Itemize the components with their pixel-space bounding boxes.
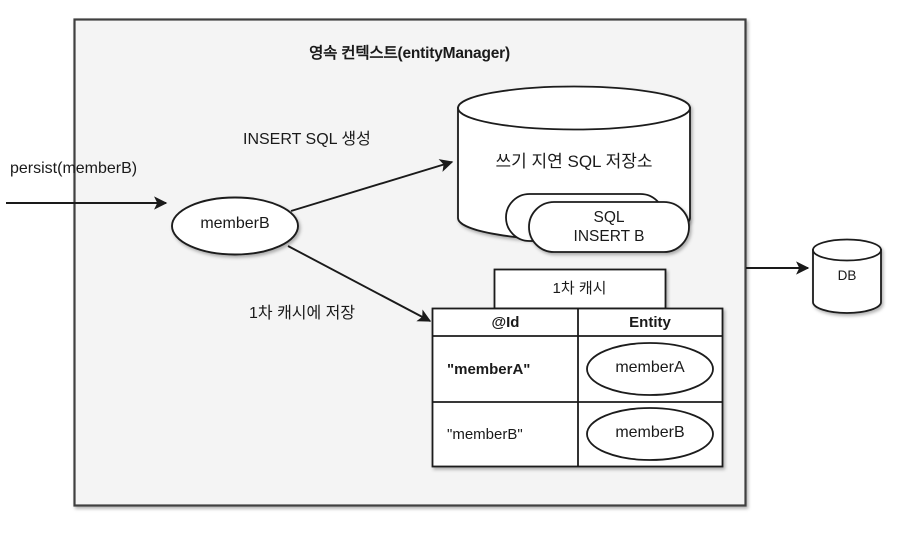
first-level-cache-table — [431, 307, 724, 468]
persist-call-label: persist(memberB) — [10, 160, 138, 177]
edge-label-insert-sql: INSERT SQL 생성 — [243, 131, 371, 148]
database-cylinder — [812, 238, 882, 314]
write-behind-store-title: 쓰기 지연 SQL 저장소 — [495, 152, 653, 171]
persistence-context-title: 영속 컨텍스트(entityManager) — [309, 45, 510, 62]
cache-row-0-id: "memberA" — [447, 361, 531, 378]
cache-column-header-id: @Id — [491, 314, 520, 331]
memberb-node-label: memberB — [200, 215, 270, 232]
edge-label-store-in-cache: 1차 캐시에 저장 — [249, 305, 356, 322]
database-label: DB — [837, 268, 857, 283]
first-level-cache-tab-label: 1차 캐시 — [552, 280, 607, 297]
cache-column-header-entity: Entity — [629, 314, 671, 331]
edge-store-in-cache — [287, 245, 432, 322]
queued-sql-line1: SQL — [593, 209, 625, 226]
queued-sql-line2: INSERT B — [573, 228, 645, 246]
edge-insert-sql — [290, 159, 454, 212]
queued-sql-card-text: SQL INSERT B — [529, 208, 689, 247]
cache-row-1-entity: memberB — [615, 424, 685, 441]
memberb-entity-node — [171, 196, 299, 256]
cache-row-0-entity: memberA — [615, 359, 685, 376]
queued-sql-card — [528, 201, 690, 253]
cache-row-1-id: "memberB" — [447, 426, 523, 443]
